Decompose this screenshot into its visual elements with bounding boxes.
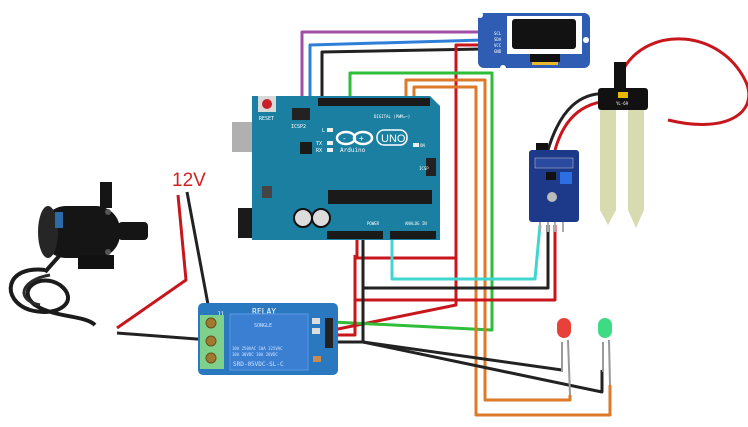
wire-gnd-sensor: [363, 225, 550, 290]
oled-display-module: SCL SDA VCC GND: [477, 12, 590, 71]
wire-pump-negative: [116, 331, 211, 342]
wire-oled-gnd: [320, 47, 484, 104]
red-led: [557, 318, 571, 396]
arduino-led-tx-label: TX: [316, 141, 322, 147]
arduino-led-on-label: ON: [420, 143, 425, 148]
arduino-brand-label: Arduino: [340, 147, 366, 154]
arduino-analog-label: ANALOG IN: [405, 221, 427, 226]
soil-probe-label: YL-69: [616, 101, 629, 106]
arduino-led-l-label: L: [322, 128, 325, 134]
wire-gnd-led-green: [362, 340, 604, 394]
oled-pin-gnd: GND: [494, 49, 502, 54]
relay-brand-label: SONGLE: [254, 323, 272, 329]
wire-oled-scl: [300, 30, 483, 104]
relay-title-label: RELAY: [252, 307, 276, 316]
arduino-model-label: UNO: [381, 133, 406, 145]
svg-text:-: -: [342, 134, 347, 143]
wire-led-red: [404, 78, 572, 402]
wire-relay-signal: [332, 71, 494, 332]
wire-5v-relay: [333, 300, 357, 337]
relay-ratings-line1: 10A 250VAC 10A 125VAC: [232, 346, 283, 351]
relay-module: RELAY J1 SONGLE 10A 250VAC 10A 125VAC 10…: [198, 303, 338, 375]
wire-oled-vcc: [332, 43, 483, 332]
wires: [116, 30, 748, 417]
wire-sensor-a0: [390, 224, 542, 281]
arduino-logo: - + UNO Arduino: [335, 129, 408, 154]
supply-voltage-label: 12V: [172, 170, 206, 191]
green-led: [598, 318, 612, 386]
relay-connector-label: J1: [217, 311, 225, 318]
arduino-digital-label: DIGITAL (PWM=~): [374, 114, 410, 119]
arduino-reset-label: RESET: [259, 116, 274, 122]
arduino-led-rx-label: RX: [316, 148, 322, 154]
soil-moisture-probe: YL-69: [598, 62, 648, 228]
oled-pin-vcc: VCC: [494, 43, 502, 48]
water-pump: [8, 182, 148, 327]
oled-pin-sda: SDA: [494, 37, 502, 42]
wire-5v-rail: [353, 225, 557, 302]
wire-led-green: [412, 85, 612, 417]
relay-model-label: SRD-05VDC-SL-C: [233, 361, 284, 368]
relay-ratings-line2: 10A 30VDC 10A 28VDC: [232, 352, 278, 357]
wire-12v-negative: [185, 191, 212, 316]
wire-5v: [355, 240, 456, 260]
arduino-uno-board: RESET ICSP2 DIGITAL (PWM=~) - + UNO Ardu…: [232, 96, 440, 240]
arduino-icsp-label: ICSP: [419, 166, 429, 171]
arduino-icsp2-label: ICSP2: [291, 124, 306, 130]
soil-moisture-sensor-module: [529, 143, 579, 232]
wire-oled-sda: [308, 38, 484, 104]
svg-text:+: +: [359, 134, 364, 143]
wire-12v-positive: [116, 194, 188, 330]
arduino-power-label: POWER: [367, 221, 380, 226]
oled-pin-scl: SCL: [494, 31, 502, 36]
wire-gnd-led-red: [362, 340, 563, 372]
